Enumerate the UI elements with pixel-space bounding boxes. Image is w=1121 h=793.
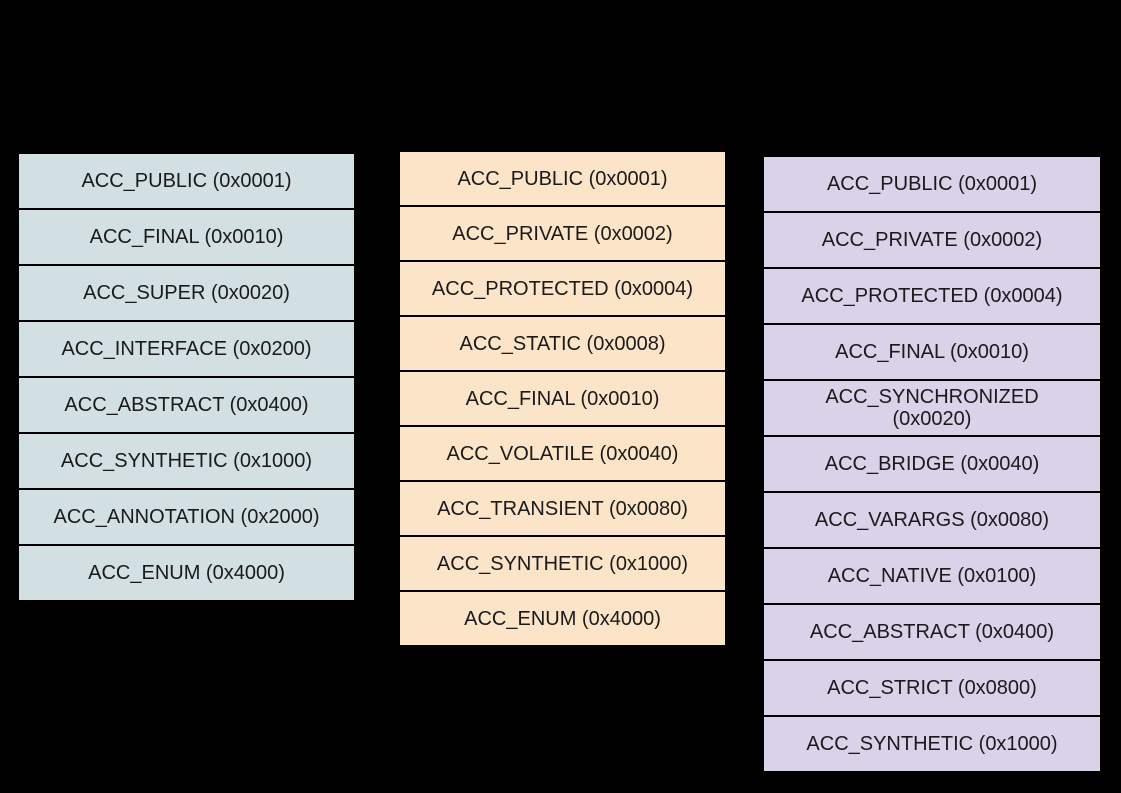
field-access-flags-row-label: ACC_SYNTHETIC (0x1000) [436,552,689,575]
field-access-flags-row-label: ACC_PUBLIC (0x0001) [457,167,668,190]
method-access-flags-row-label: ACC_BRIDGE (0x0040) [824,453,1040,475]
class-access-flags-row-label: ACC_SYNTHETIC (0x1000) [60,450,313,472]
field-access-flags-row-label: ACC_STATIC (0x0008) [459,332,666,355]
method-access-flags-row: ACC_PUBLIC (0x0001) [764,157,1100,213]
class-access-flags-row: ACC_PUBLIC (0x0001) [19,154,354,210]
class-access-flags-row: ACC_ANNOTATION (0x2000) [19,490,354,546]
class-access-flags-row-label: ACC_PUBLIC (0x0001) [81,170,292,192]
method-access-flags-row-label: ACC_NATIVE (0x0100) [827,565,1037,587]
class-access-flags-row: ACC_ABSTRACT (0x0400) [19,378,354,434]
method-access-flags-row: ACC_SYNCHRONIZED (0x0020) [764,381,1100,437]
method-access-flags-row-label: ACC_PUBLIC (0x0001) [826,173,1038,195]
class-access-flags-row: ACC_SUPER (0x0020) [19,266,354,322]
method-access-flags-row: ACC_VARARGS (0x0080) [764,493,1100,549]
method-access-flags-row-label: ACC_SYNTHETIC (0x1000) [806,733,1058,755]
class-access-flags-row: ACC_FINAL (0x0010) [19,210,354,266]
field-access-flags-row-label: ACC_PROTECTED (0x0004) [431,277,694,300]
class-access-flags-row-label: ACC_ANNOTATION (0x2000) [53,506,320,528]
field-access-flags-row-label: ACC_FINAL (0x0010) [465,387,660,410]
method-access-flags-row: ACC_PRIVATE (0x0002) [764,213,1100,269]
field-access-flags-row: ACC_ENUM (0x4000) [400,592,725,645]
method-access-flags-row: ACC_SYNTHETIC (0x1000) [764,717,1100,771]
class-access-flags-row-label: ACC_FINAL (0x0010) [89,226,284,248]
method-access-flags-row: ACC_PROTECTED (0x0004) [764,269,1100,325]
field-access-flags-row-label: ACC_TRANSIENT (0x0080) [437,497,688,520]
field-access-flags-row-label: ACC_PRIVATE (0x0002) [452,222,673,245]
class-access-flags-row-label: ACC_INTERFACE (0x0200) [61,338,312,360]
field-access-flags-table: ACC_PUBLIC (0x0001) ACC_PRIVATE (0x0002) A… [398,150,727,647]
method-access-flags-table: ACC_PUBLIC (0x0001) ACC_PRIVATE (0x0002) A… [762,155,1102,773]
class-access-flags-row: ACC_ENUM (0x4000) [19,546,354,600]
field-access-flags-row: ACC_PROTECTED (0x0004) [400,262,725,317]
class-access-flags-row-label: ACC_ENUM (0x4000) [88,562,285,584]
field-access-flags-row: ACC_PRIVATE (0x0002) [400,207,725,262]
method-access-flags-row: ACC_FINAL (0x0010) [764,325,1100,381]
class-access-flags-row-label: ACC_SUPER (0x0020) [83,282,290,304]
method-access-flags-row-label: ACC_SYNCHRONIZED (0x0020) [825,386,1039,430]
field-access-flags-row: ACC_VOLATILE (0x0040) [400,427,725,482]
method-access-flags-row: ACC_ABSTRACT (0x0400) [764,605,1100,661]
field-access-flags-row-label: ACC_ENUM (0x4000) [464,607,661,630]
method-access-flags-row: ACC_BRIDGE (0x0040) [764,437,1100,493]
field-access-flags-row: ACC_STATIC (0x0008) [400,317,725,372]
field-access-flags-row: ACC_SYNTHETIC (0x1000) [400,537,725,592]
method-access-flags-row: ACC_NATIVE (0x0100) [764,549,1100,605]
field-access-flags-row: ACC_TRANSIENT (0x0080) [400,482,725,537]
class-access-flags-row: ACC_SYNTHETIC (0x1000) [19,434,354,490]
method-access-flags-row-label: ACC_ABSTRACT (0x0400) [809,621,1055,643]
class-access-flags-row: ACC_INTERFACE (0x0200) [19,322,354,378]
class-access-flags-table: ACC_PUBLIC (0x0001) ACC_FINAL (0x0010) ACC… [17,152,356,602]
method-access-flags-row: ACC_STRICT (0x0800) [764,661,1100,717]
method-access-flags-row-label: ACC_FINAL (0x0010) [835,341,1029,363]
method-access-flags-row-label: ACC_PROTECTED (0x0004) [801,285,1063,307]
class-access-flags-row-label: ACC_ABSTRACT (0x0400) [64,394,309,416]
field-access-flags-row-label: ACC_VOLATILE (0x0040) [446,442,679,465]
method-access-flags-row-label: ACC_STRICT (0x0800) [827,677,1037,699]
field-access-flags-row: ACC_FINAL (0x0010) [400,372,725,427]
method-access-flags-row-label: ACC_VARARGS (0x0080) [814,509,1050,531]
method-access-flags-row-label: ACC_PRIVATE (0x0002) [821,229,1043,251]
field-access-flags-row: ACC_PUBLIC (0x0001) [400,152,725,207]
